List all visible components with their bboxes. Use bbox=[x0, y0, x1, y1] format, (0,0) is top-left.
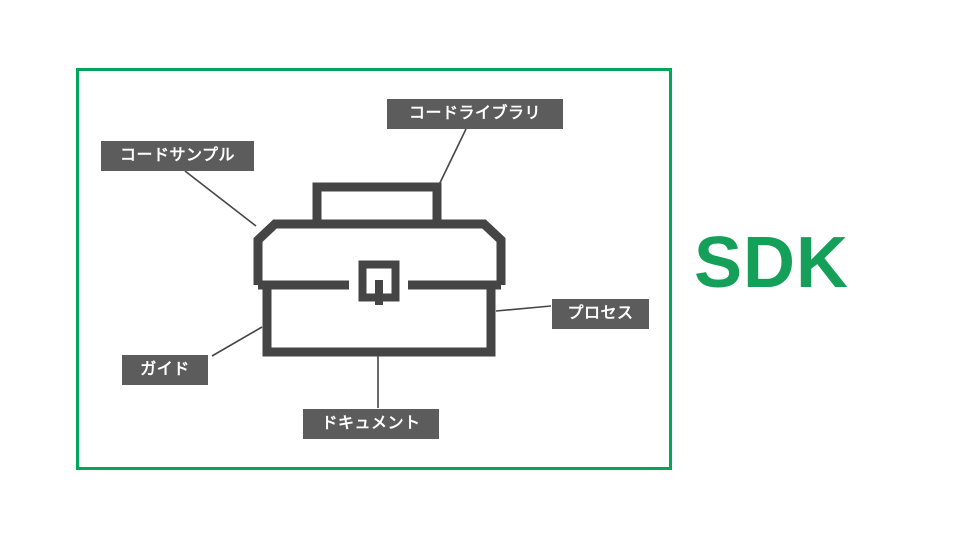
leader-code-sample bbox=[184, 170, 257, 227]
label-code-sample-text: コードサンプル bbox=[119, 147, 236, 164]
label-guide-text: ガイド bbox=[140, 361, 190, 378]
toolbox-lid-icon bbox=[253, 219, 506, 285]
label-code-sample[interactable]: コードサンプル bbox=[101, 141, 254, 171]
label-document-text: ドキュメント bbox=[321, 415, 421, 432]
leader-code-library bbox=[436, 128, 467, 190]
label-guide[interactable]: ガイド bbox=[122, 355, 208, 385]
sdk-wordmark: SDK bbox=[694, 223, 850, 303]
label-code-library[interactable]: コードライブラリ bbox=[387, 99, 563, 129]
label-document[interactable]: ドキュメント bbox=[303, 409, 439, 439]
toolbox-body-icon bbox=[262, 285, 496, 357]
leader-lines bbox=[184, 128, 552, 408]
green-frame bbox=[76, 68, 672, 470]
toolbox-handle-icon bbox=[312, 182, 442, 225]
leader-process bbox=[495, 305, 552, 312]
label-code-library-text: コードライブラリ bbox=[408, 105, 541, 122]
label-process-text: プロセス bbox=[567, 305, 634, 322]
toolbox-icon bbox=[253, 182, 506, 357]
label-process[interactable]: プロセス bbox=[552, 299, 649, 329]
leader-guide bbox=[211, 326, 263, 357]
